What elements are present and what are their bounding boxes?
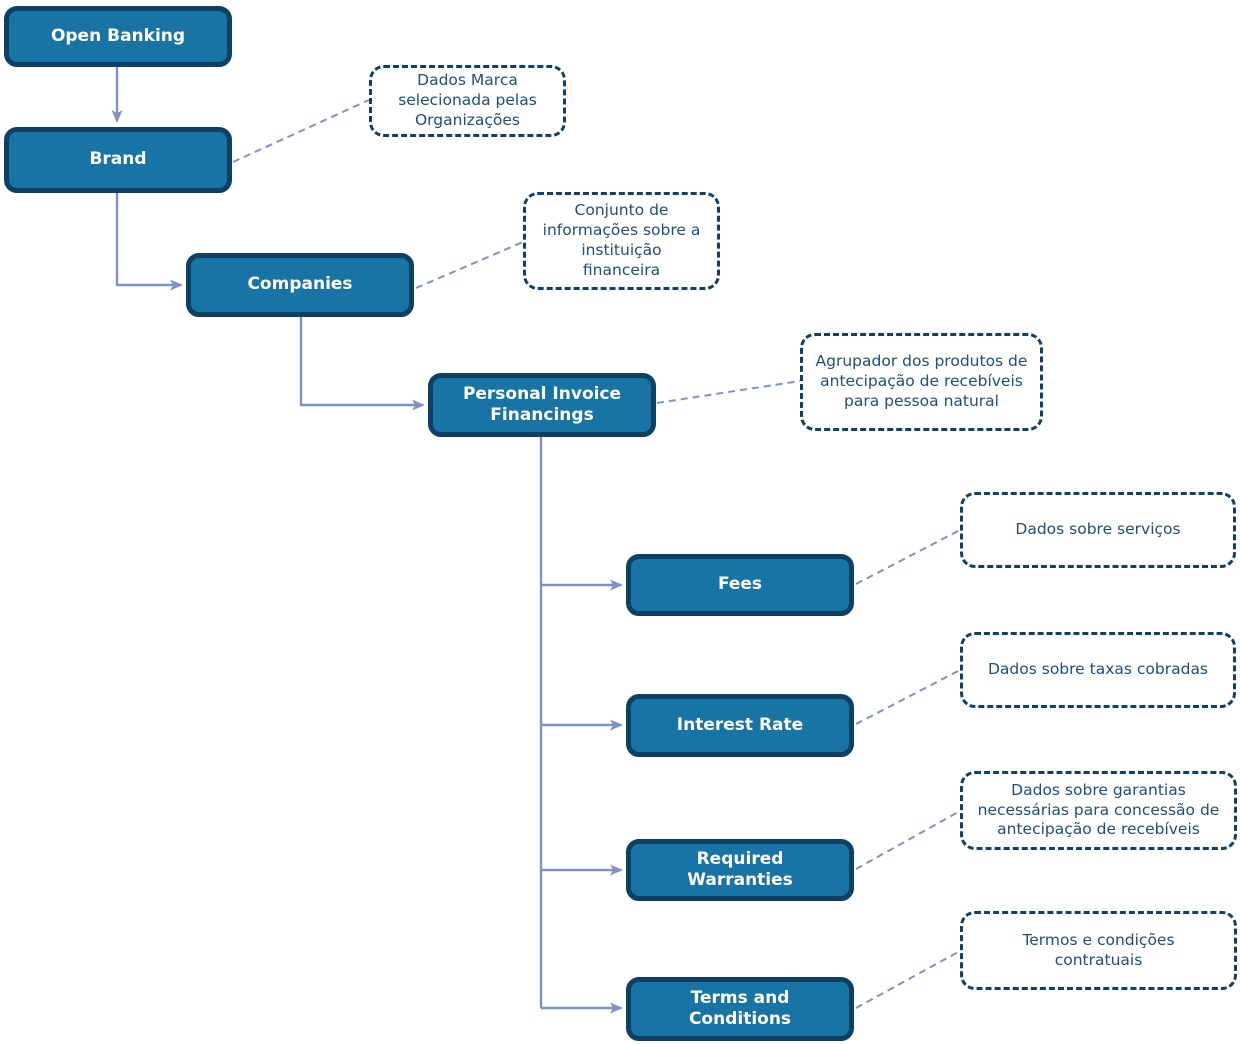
link-brand-note [232,99,370,163]
connector-brand-to-companies [115,193,183,291]
node-fees: Fees [626,554,854,616]
annotation-companies: Conjunto de informações sobre a institui… [523,192,720,290]
link-interest-rate-note [855,669,961,725]
annotation-terms-and-conditions: Termos e condições contratuais [960,911,1237,990]
connector-companies-to-pif [299,317,425,411]
annotation-required-warranties: Dados sobre garantias necessárias para c… [960,771,1237,850]
node-required-warranties: Required Warranties [626,839,854,901]
annotation-interest-rate: Dados sobre taxas cobradas [960,632,1236,708]
node-personal-invoice-financings: Personal Invoice Financings [428,373,656,437]
node-open-banking: Open Banking [4,6,232,67]
node-interest-rate: Interest Rate [626,694,854,757]
link-fees-note [855,529,961,585]
node-companies: Companies [186,253,414,317]
annotation-brand: Dados Marca selecionada pelas Organizaçõ… [369,65,566,137]
annotation-fees: Dados sobre serviços [960,492,1236,568]
link-pif-note [656,380,801,404]
link-required-warranties-note [855,810,961,870]
link-terms-note [855,950,961,1009]
node-terms-and-conditions: Terms and Conditions [626,977,854,1041]
annotation-personal-invoice-financings: Agrupador dos produtos de antecipação de… [800,333,1043,431]
link-companies-note [415,241,524,289]
node-brand: Brand [4,127,232,193]
